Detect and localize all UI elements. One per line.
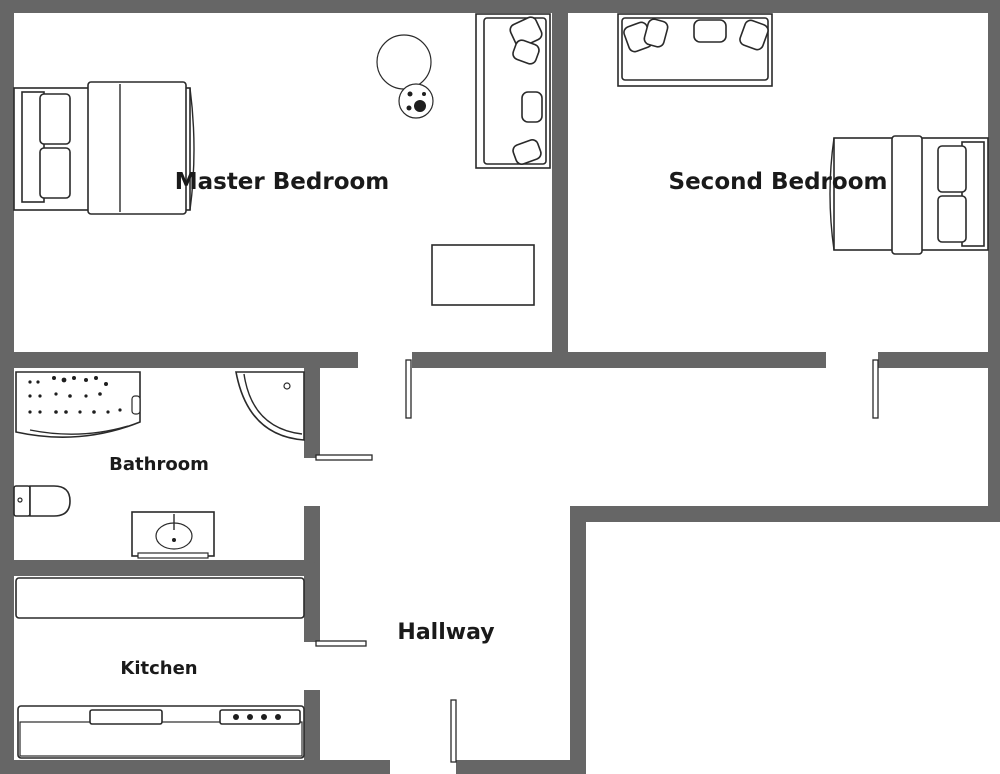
wall-bedrooms-south-b xyxy=(412,352,826,368)
counter-icon xyxy=(19,721,303,757)
door-second-bedroom xyxy=(872,359,879,419)
bed-icon xyxy=(829,135,989,255)
room-label-bathroom: Bathroom xyxy=(109,454,209,475)
wall-bedrooms-south-a xyxy=(0,352,358,368)
wall-post xyxy=(307,355,317,365)
sink-icon xyxy=(131,511,215,559)
doors xyxy=(315,359,879,763)
wall-post xyxy=(555,355,565,365)
kitchen-furniture xyxy=(15,577,305,759)
stove-burners-icon xyxy=(233,714,281,720)
bathtub-icon xyxy=(15,371,141,438)
wall-block-left xyxy=(570,506,586,774)
wall-block-top xyxy=(570,506,1000,522)
counter-icon xyxy=(15,577,305,619)
wall-bedroom-divider xyxy=(552,0,568,368)
wall-post xyxy=(9,562,19,572)
wall-bath-kitchen xyxy=(0,560,320,576)
second-bedroom-furniture xyxy=(617,13,989,255)
wall-top xyxy=(0,0,1000,13)
door-entrance xyxy=(450,699,457,763)
shower-icon xyxy=(235,371,305,441)
bed-icon xyxy=(13,81,195,215)
room-label-kitchen: Kitchen xyxy=(120,658,197,679)
sofa-icon xyxy=(617,13,773,87)
wall-post xyxy=(307,562,317,572)
wall-post xyxy=(9,353,19,363)
room-label-hallway: Hallway xyxy=(397,620,494,645)
wall-right-upper xyxy=(988,0,1000,518)
sofa-icon xyxy=(475,13,551,169)
wall-hall-west-c xyxy=(304,690,320,774)
wall-hall-west-a xyxy=(304,368,320,458)
rug-icon xyxy=(431,244,535,306)
master-bedroom-furniture xyxy=(13,13,551,306)
kitchen-sink-icon xyxy=(89,709,163,725)
door-bathroom xyxy=(315,454,373,461)
wall-left xyxy=(0,0,14,774)
room-label-master-bedroom: Master Bedroom xyxy=(175,169,390,195)
wall-bedrooms-south-c xyxy=(878,352,1000,368)
door-master-bedroom xyxy=(405,359,412,419)
stove-icon xyxy=(219,709,301,725)
wall-bottom-left xyxy=(0,760,390,774)
wall-bottom-right xyxy=(456,760,584,774)
bathroom-furniture xyxy=(13,371,305,559)
room-label-second-bedroom: Second Bedroom xyxy=(669,169,888,195)
round-table-icon xyxy=(376,34,434,119)
door-kitchen xyxy=(315,640,367,647)
toilet-icon xyxy=(13,485,71,517)
room-labels: Master Bedroom Second Bedroom Bathroom K… xyxy=(109,169,887,679)
